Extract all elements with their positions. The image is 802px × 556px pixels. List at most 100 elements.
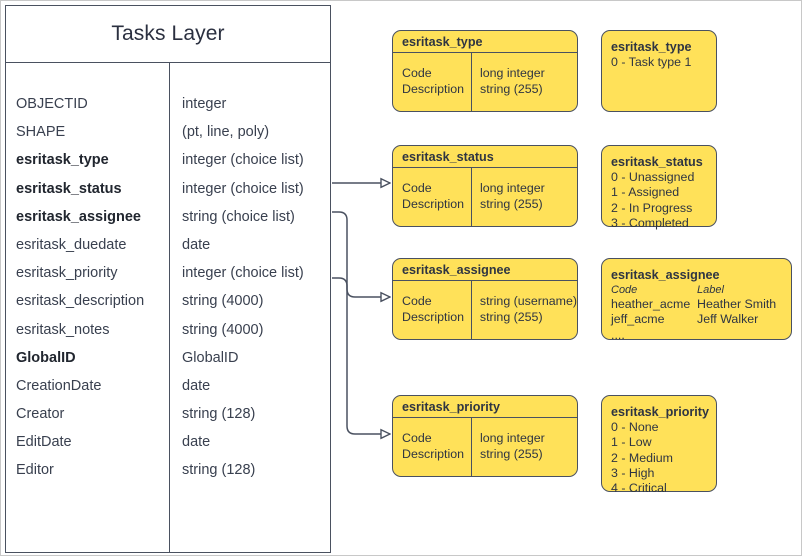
field-name-column: OBJECTID SHAPE esritask_type esritask_st…: [6, 63, 170, 552]
assignee-head-code: Code: [611, 284, 638, 296]
field-type: string (choice list): [182, 208, 295, 225]
connector-assignee: [332, 211, 390, 297]
value-box-type[interactable]: esritask_type 0 - Task type 1: [601, 30, 717, 112]
domain-type-description: string (255): [479, 310, 543, 324]
value-item: 1 - Low: [611, 435, 652, 450]
value-item: 1 - Assigned: [611, 185, 680, 200]
domain-table-type[interactable]: esritask_type Code Description long inte…: [392, 30, 578, 112]
assignee-label: Jeff Walker: [697, 312, 759, 327]
domain-field-code: Code: [402, 294, 432, 308]
tasks-layer-body: OBJECTID SHAPE esritask_type esritask_st…: [6, 63, 330, 552]
tasks-layer-table: Tasks Layer OBJECTID SHAPE esritask_type…: [5, 5, 331, 553]
value-item: 4 - Critical: [611, 481, 667, 496]
domain-type-description: string (255): [480, 447, 543, 461]
field-name: esritask_priority: [16, 265, 118, 282]
field-type: date: [182, 377, 211, 394]
domain-field-types: long integer string (255): [472, 168, 577, 226]
field-name: CreationDate: [16, 377, 102, 394]
page-title: Tasks Layer: [6, 6, 330, 63]
assignee-code: jeff_acme: [611, 312, 665, 327]
domain-field-names: Code Description: [393, 53, 472, 111]
value-item: 0 - Unassigned: [611, 170, 695, 184]
value-box-priority[interactable]: esritask_priority 0 - None 1 - Low 2 - M…: [601, 395, 717, 495]
value-item: 3 - High: [611, 465, 655, 480]
domain-table-header: esritask_assignee: [393, 259, 577, 281]
field-name: Creator: [16, 406, 65, 423]
domain-field-types: long integer string (255): [472, 53, 577, 111]
field-name: SHAPE: [16, 124, 66, 141]
value-item: 3 - Completed: [611, 215, 689, 230]
domain-type-code: string (username): [479, 294, 577, 308]
domain-type-description: string (255): [480, 82, 543, 96]
field-type: integer: [182, 96, 227, 112]
field-type: integer (choice list): [182, 265, 304, 282]
value-box-assignee[interactable]: esritask_assignee Code Label heather_acm…: [601, 258, 792, 343]
domain-table-columns: Code Description long integer string (25…: [393, 418, 577, 476]
field-type: date: [182, 434, 211, 451]
domain-field-description: Description: [402, 310, 464, 324]
field-type: string (4000): [182, 321, 264, 338]
field-name: esritask_notes: [16, 321, 110, 338]
domain-type-description: string (255): [480, 197, 543, 211]
domain-field-code: Code: [402, 66, 432, 80]
assignee-code: heather_acme: [611, 297, 691, 311]
domain-table-columns: Code Description string (username) strin…: [393, 281, 577, 339]
value-box-status[interactable]: esritask_status 0 - Unassigned 1 - Assig…: [601, 145, 717, 230]
field-type: integer (choice list): [182, 152, 304, 169]
field-type: (pt, line, poly): [182, 124, 270, 141]
domain-table-priority[interactable]: esritask_priority Code Description long …: [392, 395, 578, 477]
assignee-row: heather_acme Heather Smith: [611, 297, 791, 312]
assignee-ellipsis: ....: [611, 327, 625, 342]
field-name: Editor: [16, 462, 54, 479]
domain-field-types: string (username) string (255): [472, 281, 577, 339]
domain-field-description: Description: [402, 447, 464, 461]
value-box-title: esritask_status: [611, 155, 703, 169]
domain-table-columns: Code Description long integer string (25…: [393, 53, 577, 111]
field-type: string (128): [182, 406, 256, 423]
assignee-label: Heather Smith: [697, 297, 777, 311]
field-name: esritask_duedate: [16, 236, 127, 253]
value-item: 2 - In Progress: [611, 200, 693, 215]
field-name: GlobalID: [16, 349, 76, 366]
field-name: esritask_type: [16, 152, 109, 169]
value-item: 2 - Medium: [611, 450, 673, 465]
domain-table-header: esritask_type: [393, 31, 577, 53]
domain-type-code: long integer: [480, 431, 545, 445]
field-name: OBJECTID: [16, 96, 88, 112]
domain-field-names: Code Description: [393, 418, 472, 476]
domain-field-description: Description: [402, 82, 464, 96]
domain-table-header: esritask_priority: [393, 396, 577, 418]
value-box-title: esritask_priority: [611, 405, 710, 419]
field-type: integer (choice list): [182, 180, 304, 197]
value-box-title: esritask_assignee: [611, 268, 720, 282]
assignee-row: jeff_acme Jeff Walker: [611, 312, 791, 327]
value-item: 0 - None: [611, 420, 659, 434]
assignee-table-head: Code Label: [611, 283, 791, 297]
connector-priority: [332, 277, 390, 434]
domain-type-code: long integer: [480, 66, 545, 80]
domain-field-description: Description: [402, 197, 464, 211]
assignee-head-label: Label: [697, 284, 724, 296]
field-type: date: [182, 236, 211, 253]
domain-field-names: Code Description: [393, 281, 472, 339]
assignee-value-table: Code Label heather_acme Heather Smith je…: [611, 283, 791, 343]
domain-table-status[interactable]: esritask_status Code Description long in…: [392, 145, 578, 227]
domain-table-columns: Code Description long integer string (25…: [393, 168, 577, 226]
domain-field-types: long integer string (255): [472, 418, 577, 476]
value-item: 0 - Task type 1: [611, 55, 692, 69]
value-box-title: esritask_type: [611, 40, 692, 54]
field-name: esritask_description: [16, 293, 145, 310]
field-name: esritask_status: [16, 180, 122, 197]
field-type: string (128): [182, 462, 256, 479]
field-type-column: integer (pt, line, poly) integer (choice…: [170, 63, 330, 552]
field-type: string (4000): [182, 293, 264, 310]
domain-type-code: long integer: [480, 181, 545, 195]
domain-field-code: Code: [402, 431, 432, 445]
field-name: EditDate: [16, 434, 72, 451]
domain-field-names: Code Description: [393, 168, 472, 226]
domain-table-assignee[interactable]: esritask_assignee Code Description strin…: [392, 258, 578, 340]
field-type: GlobalID: [182, 349, 239, 366]
domain-field-code: Code: [402, 181, 432, 195]
domain-table-header: esritask_status: [393, 146, 577, 168]
